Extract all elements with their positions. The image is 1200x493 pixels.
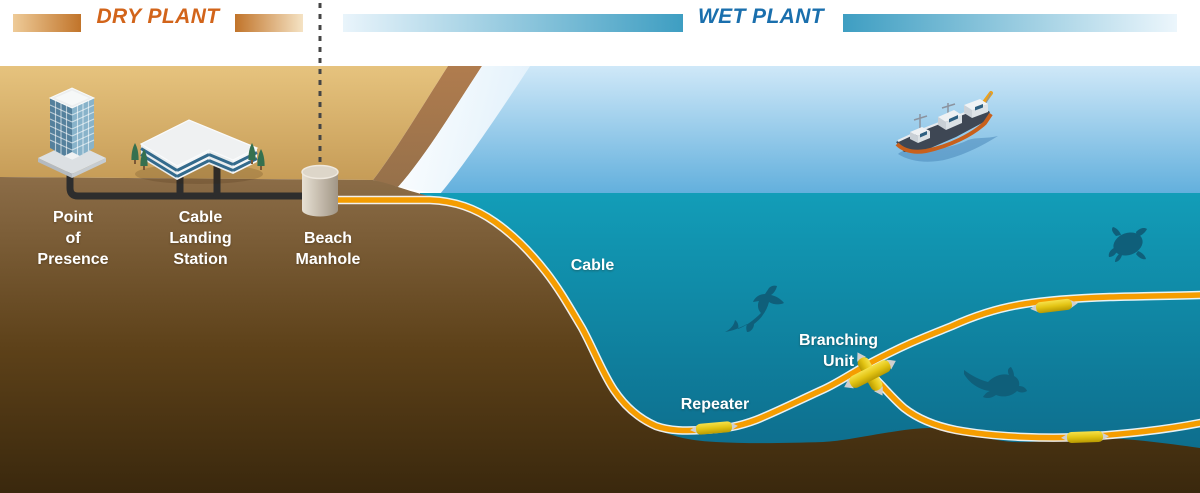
repeater-label: Repeater [680,396,750,413]
submarine-cable [332,195,1200,442]
beach-manhole-label: Beach Manhole [295,230,361,269]
sea-surface [425,66,1200,194]
dry-plant-title: DRY PLANT [96,5,220,28]
wet-sand-band [373,66,482,187]
dry-plant-bar-right [235,14,303,32]
wet-plant-title: WET PLANT [697,5,825,28]
land-surface [0,66,448,180]
landing-station-icon [131,119,265,184]
seabed-earth [0,177,1200,493]
point-of-presence-label: Point of Presence [37,209,109,269]
beach-foam [398,66,530,194]
branching-unit-device [844,352,896,396]
dry-plant-bar-left [13,14,81,32]
wet-plant-bar-left [343,14,683,32]
turtle-icon [1108,227,1147,262]
shark-icon [725,285,784,332]
branching-unit-label: Branching Unit [798,332,879,371]
fish-icon [964,367,1027,399]
cable-ship-icon [895,91,998,162]
cable-landing-station-label: Cable Landing Station [169,209,232,269]
wet-plant-bar-right [843,14,1177,32]
beach-manhole-icon [301,164,339,217]
office-tower-icon [38,87,106,178]
cable-label: Cable [570,257,615,274]
